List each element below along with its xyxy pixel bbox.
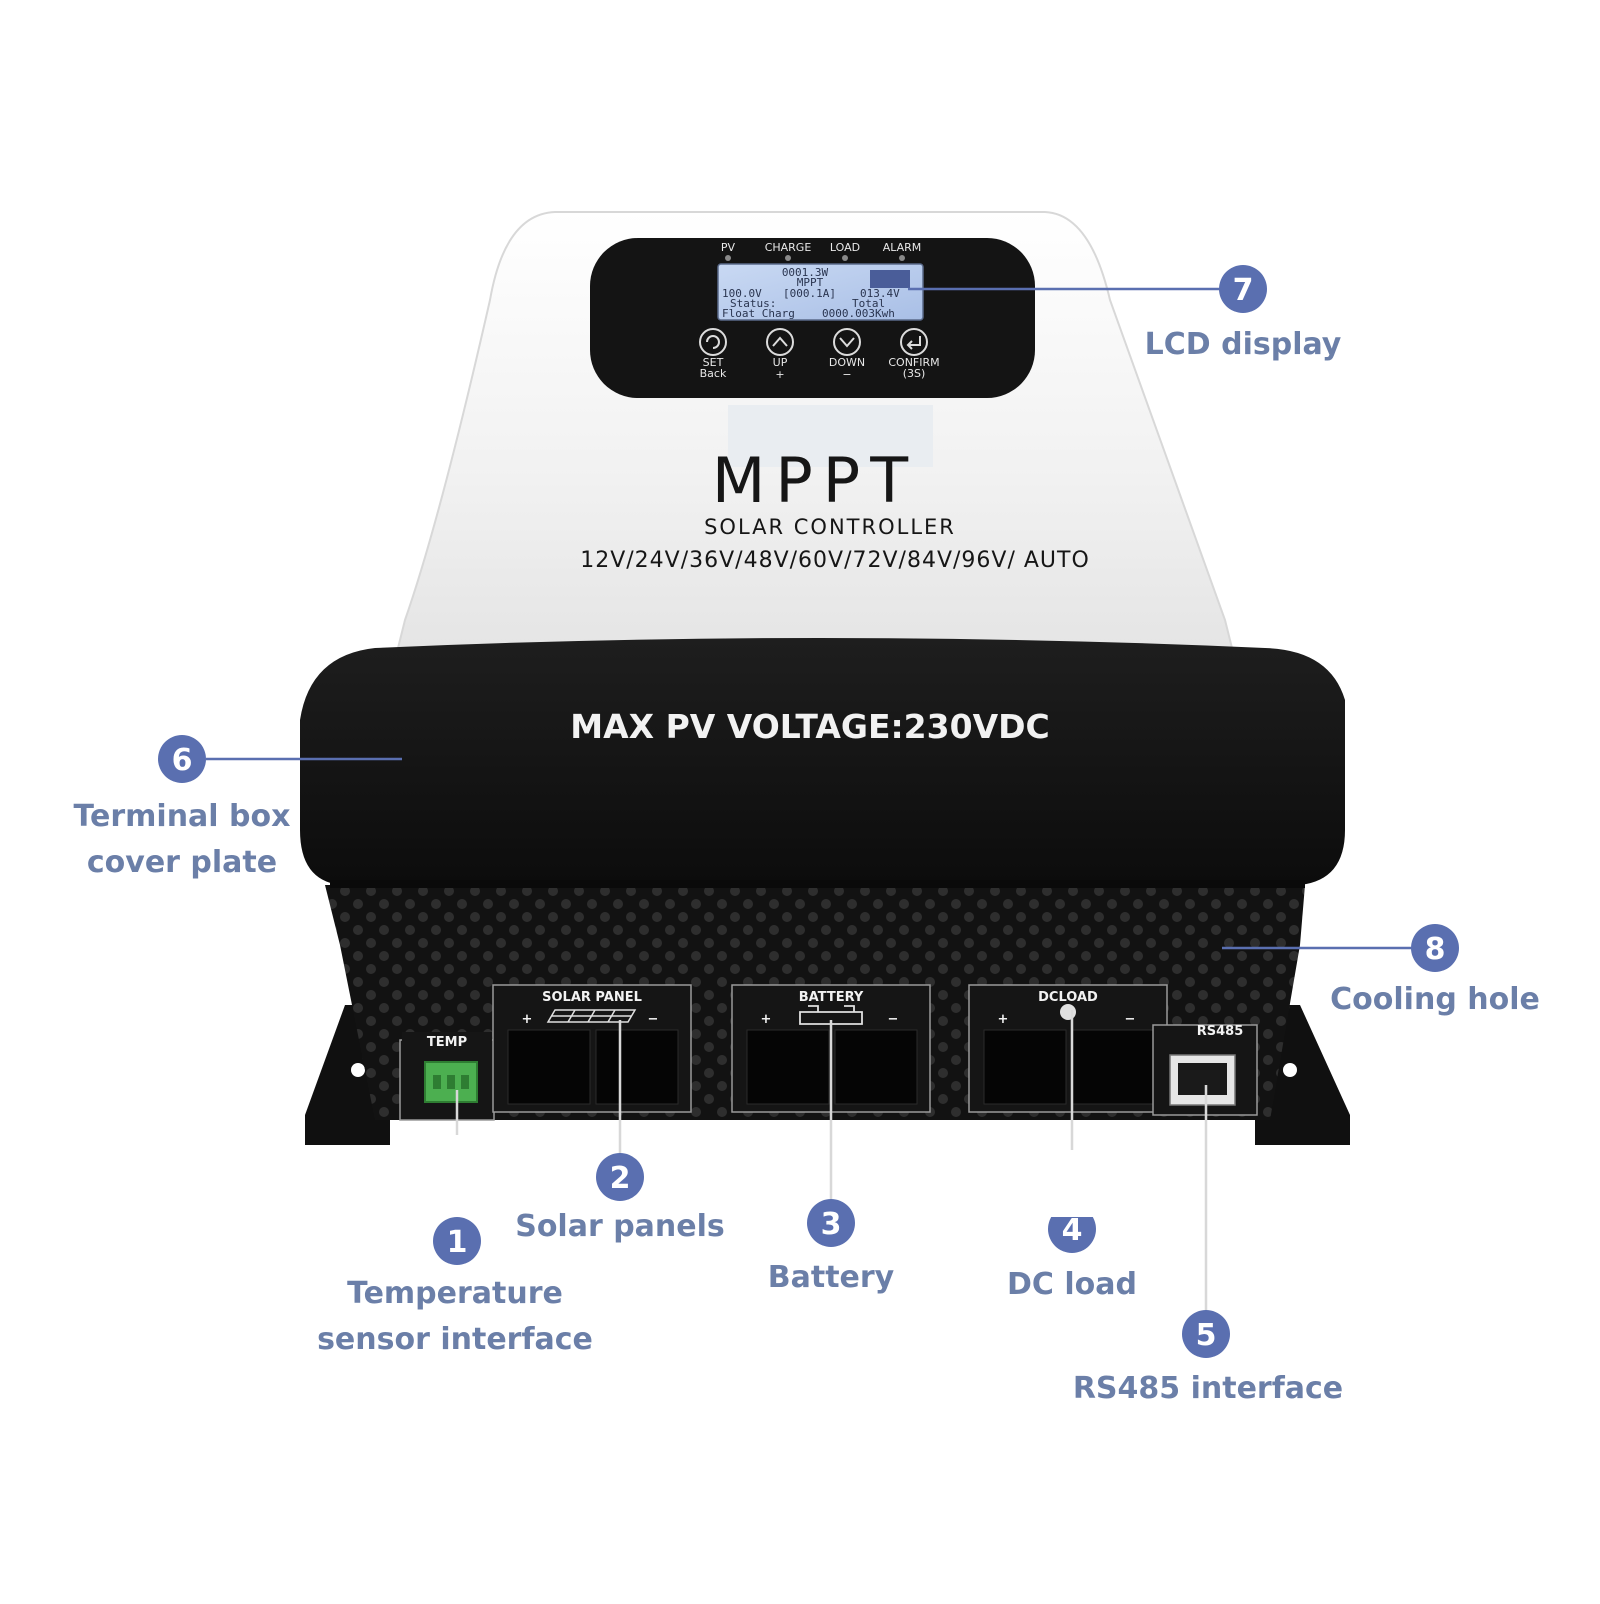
leader-lines-vertical [455,1010,1208,1312]
chassis-edge [330,880,1305,888]
svg-text:−: − [842,368,851,381]
badge-6: 6 [158,735,206,783]
chevron-up-icon [772,336,788,347]
max-pv-voltage: MAX PV VOLTAGE:230VDC [570,707,1049,746]
callout-label-2: Solar panels [515,1209,725,1244]
callout-label-6-line1: Terminal box [74,799,291,834]
battery-icon [799,1005,863,1025]
svg-text:+: + [775,368,784,381]
enter-icon [906,336,921,350]
label-patch [728,405,933,467]
lcd-screen: 0001.3W MPPT 100.0V [000.1A] 013.4V Stat… [717,263,924,321]
indicator-alarm-light [899,255,905,261]
left-bracket-hole [351,1063,365,1077]
svg-text:(3S): (3S) [903,367,926,380]
rs485-label: RS485 [1197,1024,1244,1039]
svg-text:4: 4 [1062,1213,1083,1248]
button-confirm[interactable]: CONFIRM (3S) [888,328,940,380]
lcd-line4a: Status: [730,297,776,310]
callout-label-1-line1: Temperature [347,1276,563,1311]
callout-label-7: LCD display [1145,327,1342,362]
solar-panel-label: SOLAR PANEL [542,990,642,1005]
dcload-minus: − [1125,1012,1136,1027]
dcload-plus: + [998,1012,1009,1027]
battery-label: BATTERY [799,990,864,1005]
indicator-load-light [842,255,848,261]
lcd-line5b: 0000.003Kwh [822,307,895,320]
svg-text:7: 7 [1233,273,1254,308]
callout-label-6-line2: cover plate [87,845,277,880]
terminal-cover [300,638,1345,885]
button-down[interactable]: DOWN − [829,328,865,381]
solar-plus: + [522,1012,533,1027]
callout-label-1-line2: sensor interface [317,1322,593,1357]
callout-label-4: DC load [1007,1267,1137,1302]
lcd-line3c: 013.4V [860,287,900,300]
refresh-icon [706,335,720,349]
temp-port: TEMP [399,1032,495,1121]
temp-label: TEMP [427,1035,467,1050]
indicator-pv-light [725,255,731,261]
button-up[interactable]: UP + [766,328,794,381]
indicator-alarm-label: ALARM [883,241,922,254]
indicator-charge-label: CHARGE [765,241,812,254]
svg-text:DOWN: DOWN [829,356,865,369]
badge-3: 3 [807,1199,855,1247]
right-bracket-hole [1283,1063,1297,1077]
brand-title: MPPT [712,444,918,517]
svg-text:CONFIRM: CONFIRM [888,356,939,369]
callout-label-3: Battery [768,1260,895,1295]
callout-label-8: Cooling hole [1330,982,1540,1017]
lcd-line5a: Float Charg [722,307,795,320]
svg-text:UP: UP [773,356,788,369]
badge-5: 5 [1182,1310,1230,1358]
badge-8: 8 [1411,924,1459,972]
indicator-row: PV CHARGE LOAD ALARM [721,241,921,261]
lcd-line2: MPPT [797,276,824,289]
dcload-terminal: DCLOAD + − [968,984,1168,1113]
svg-text:2: 2 [610,1161,631,1196]
svg-text:5: 5 [1196,1318,1217,1353]
dcload-label: DCLOAD [1038,990,1098,1005]
callout-label-5: RS485 interface [1073,1371,1343,1406]
badge-7: 7 [1219,265,1267,313]
lcd-line1: 0001.3W [782,266,829,279]
battery-plus: + [761,1012,772,1027]
solar-panel-icon [546,1009,637,1023]
badge-1: 1 [433,1217,481,1265]
lcd-line4b: Total [852,297,885,310]
svg-text:8: 8 [1425,932,1446,967]
indicator-pv-label: PV [721,241,736,254]
indicator-load-label: LOAD [830,241,860,254]
lcd-battery-icon [870,270,910,288]
svg-text:3: 3 [821,1207,842,1242]
lightbulb-icon [1060,1004,1076,1020]
chevron-down-icon [839,337,855,348]
svg-text:6: 6 [172,743,193,778]
button-set[interactable]: SET Back [699,328,727,380]
brand-subtitle: SOLAR CONTROLLER [704,515,956,539]
rs485-port: RS485 [1152,1024,1258,1116]
svg-text:SET: SET [703,356,724,369]
lcd-line3b: [000.1A] [783,287,836,300]
badge-4: 4 [1040,1195,1104,1253]
lcd-line3a: 100.0V [722,287,762,300]
indicator-charge-light [785,255,791,261]
battery-minus: − [888,1012,899,1027]
svg-text:1: 1 [447,1225,468,1260]
leader-lines [206,287,1427,950]
solar-panel-terminal: SOLAR PANEL + − [492,984,692,1113]
badge-2: 2 [596,1153,644,1201]
solar-minus: − [648,1012,659,1027]
voltage-range: 12V/24V/36V/48V/60V/72V/84V/96V/ AUTO [580,548,1090,573]
svg-text:Back: Back [700,367,727,380]
